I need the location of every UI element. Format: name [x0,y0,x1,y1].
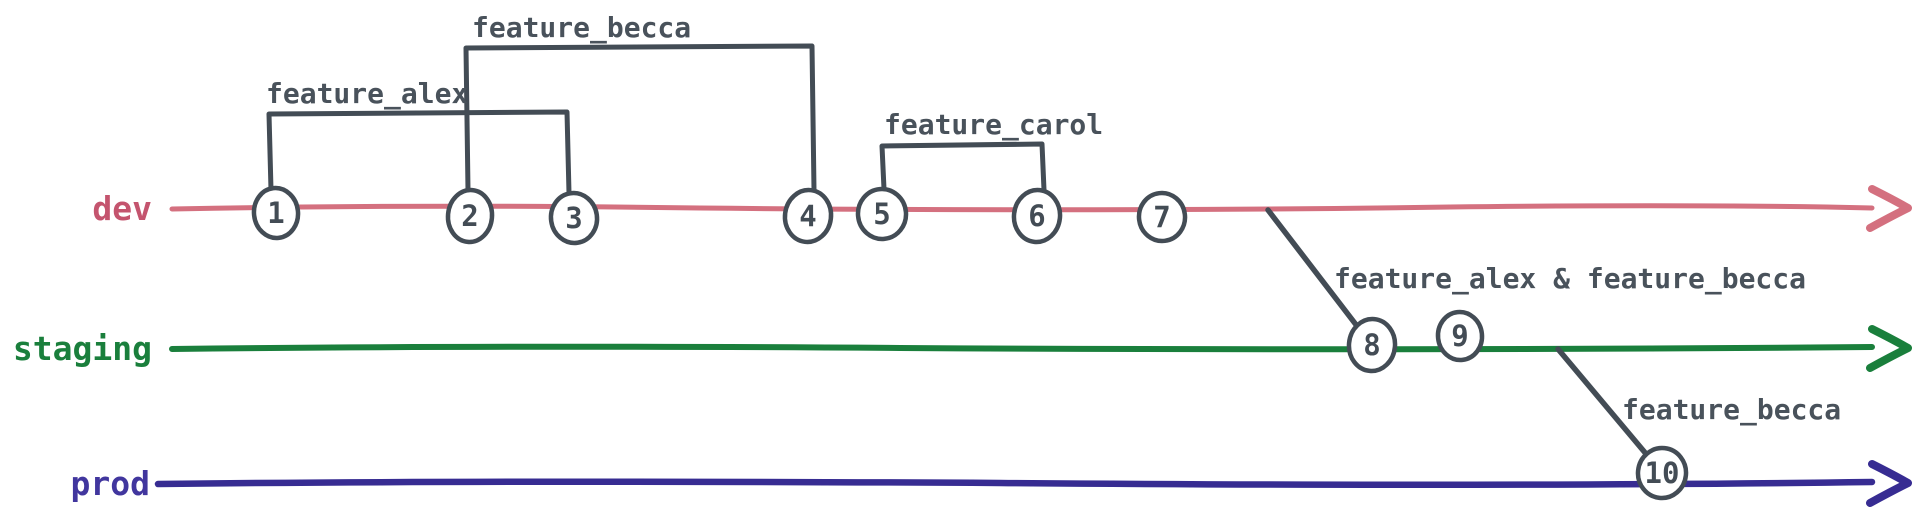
commit-node [1346,316,1398,374]
label-feature-becca-top: feature_becca [472,11,691,44]
staging-arrowhead-icon [1866,325,1912,372]
commit-numbers: 1 2 3 4 5 6 7 8 9 10 [267,196,1679,490]
commit-nodes [251,185,1689,501]
commit-number: 8 [1363,328,1380,362]
commit-node [782,187,834,245]
label-merged-prod: feature_becca [1622,393,1841,426]
commit-node [1136,190,1188,244]
commit-number: 9 [1451,319,1468,353]
prod-branch-line [154,478,1876,489]
staging-branch-line [169,343,1875,353]
commit-node [548,190,600,246]
label-feature-carol: feature_carol [884,108,1103,141]
commit-node [1635,445,1689,501]
label-merged-staging: feature_alex & feature_becca [1334,262,1806,295]
branch-label-staging: staging [13,329,152,368]
branch-label-prod: prod [71,464,150,503]
dev-arrowhead-icon [1866,185,1912,232]
commit-number: 5 [873,197,890,231]
bracket-feature-becca [463,43,817,193]
commit-node [251,185,301,241]
bracket-feature-alex [266,109,572,196]
merge-line-dev-to-staging [1265,207,1360,329]
commit-number: 10 [1645,456,1680,490]
commit-number: 4 [799,199,816,233]
commit-number: 3 [565,201,582,235]
merge-line-staging-to-prod [1555,346,1650,458]
branch-label-dev: dev [92,189,152,228]
commit-number: 2 [461,199,478,233]
commit-node [1435,309,1485,363]
commit-number: 7 [1153,200,1170,234]
commit-node [855,186,909,242]
commit-node [1011,187,1063,245]
commit-node [445,187,495,245]
bracket-feature-carol [879,141,1047,193]
commit-number: 1 [267,196,284,230]
label-feature-alex: feature_alex [266,77,468,110]
commit-number: 6 [1028,199,1045,233]
prod-arrowhead-icon [1866,460,1912,507]
